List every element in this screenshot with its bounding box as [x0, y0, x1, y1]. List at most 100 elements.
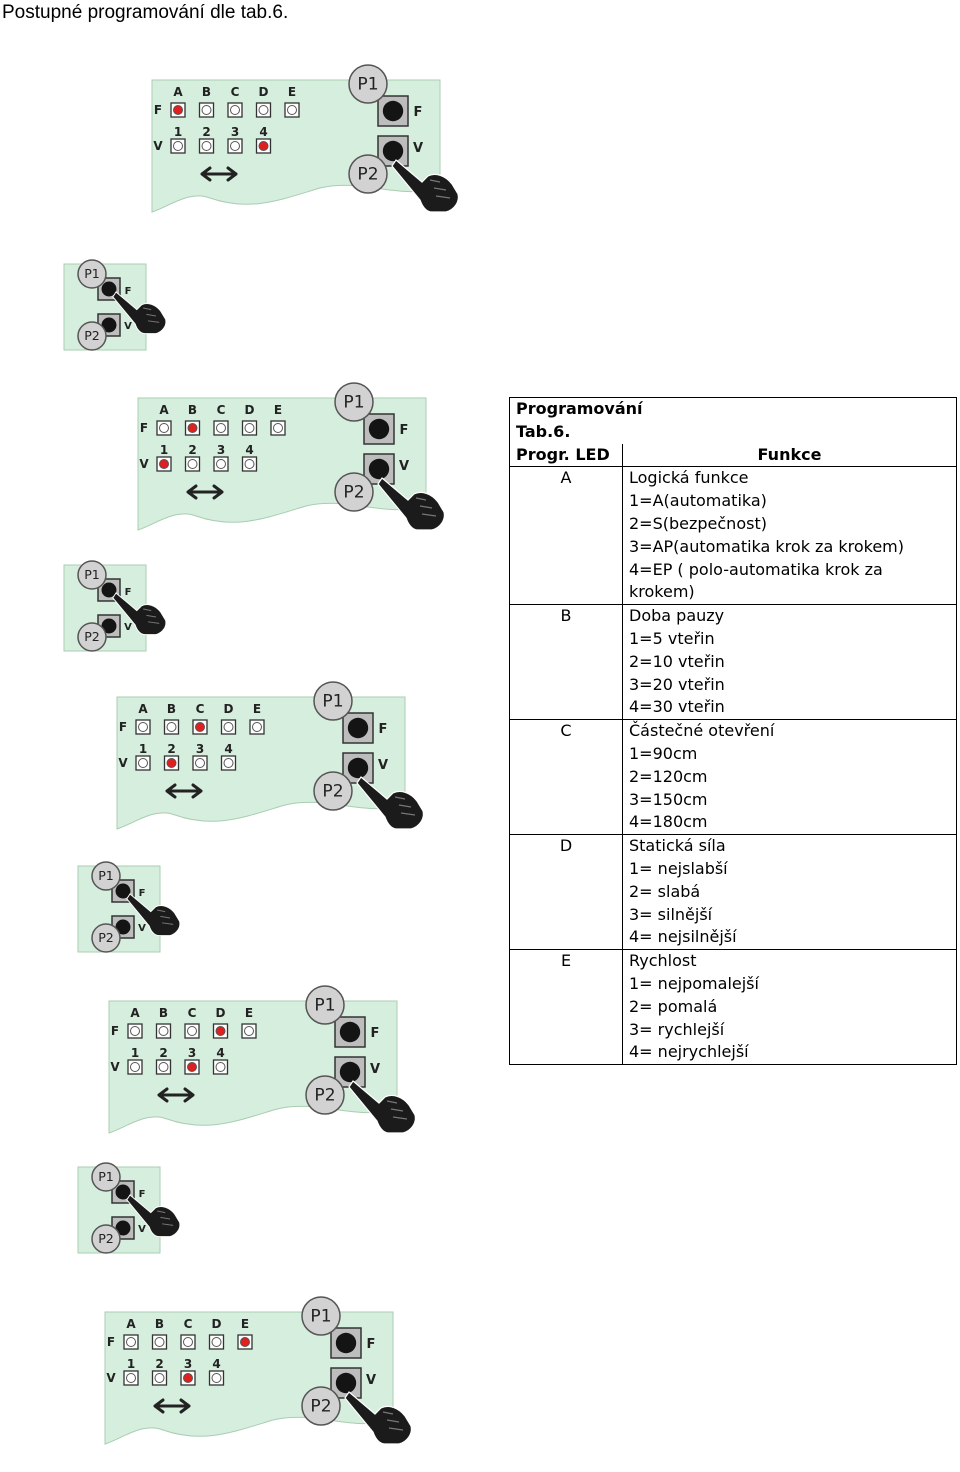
function-line: 1=A(automatika): [629, 491, 767, 511]
led-number: 4: [216, 1046, 224, 1060]
p1-badge-label: P1: [322, 692, 343, 712]
function-line: 4= nejsilnější: [629, 927, 737, 947]
row-label-v: V: [110, 1060, 120, 1074]
table-caption-number: Tab.6.: [516, 421, 571, 441]
p1-badge-label: P1: [98, 868, 114, 883]
pointing-hand-icon: [126, 1194, 181, 1238]
pointing-hand-icon: [348, 1080, 416, 1134]
p2-badge-circle: [301, 1386, 341, 1426]
table-row: E Rychlost 1= nejpomalejší 2= pomalá 3= …: [509, 949, 957, 1066]
programming-table: Programování Tab.6. Progr. LED Funkce A …: [509, 396, 957, 1066]
p2-badge-label: P2: [310, 1397, 331, 1417]
led-letter: B: [188, 403, 197, 417]
led-off-icon: [230, 141, 240, 151]
function-cell: Částečné otevření 1=90cm 2=120cm 3=150cm…: [622, 719, 957, 836]
function-line: Logická funkce: [629, 468, 749, 488]
pointing-hand-icon: [391, 159, 459, 213]
led-cell: A: [509, 466, 623, 606]
p2-button-cap: [335, 1372, 357, 1394]
led-cell: B: [509, 604, 623, 721]
row-label-v: V: [106, 1371, 116, 1385]
pointing-hand-icon: [112, 592, 167, 636]
led-off-icon: [154, 1373, 165, 1383]
led-on-icon: [195, 722, 205, 732]
function-line: 3= rychlejší: [629, 1019, 725, 1039]
function-line: 4=180cm: [629, 812, 708, 832]
p1-button-cap: [347, 717, 369, 739]
p1-badge-circle: [91, 861, 121, 891]
led-off-icon: [158, 1026, 169, 1036]
led-off-icon: [244, 423, 255, 433]
pointing-hand-icon: [126, 893, 181, 937]
p2-badge-label: P2: [98, 1231, 114, 1246]
row-label-v: V: [153, 139, 163, 153]
led-letter: A: [159, 403, 169, 417]
p2-button-cap: [339, 1061, 361, 1083]
col-header-led: Progr. LED: [509, 443, 623, 468]
p1-badge-label: P1: [84, 567, 100, 582]
p2-button-cap: [382, 140, 404, 162]
p2-badge-circle: [334, 472, 374, 512]
p1-badge-label: P1: [343, 393, 364, 413]
led-letter: D: [224, 702, 234, 716]
p1-button-cap: [368, 418, 390, 440]
led-number: 4: [259, 125, 267, 139]
led-off-icon: [159, 423, 169, 433]
led-on-icon: [166, 758, 177, 768]
led-letter: D: [245, 403, 255, 417]
p2-badge-label: P2: [84, 328, 100, 343]
p1-badge-label: P1: [314, 996, 335, 1016]
led-letter: E: [253, 702, 261, 716]
led-off-icon: [201, 141, 212, 151]
led-off-icon: [223, 758, 234, 768]
led-off-icon: [126, 1337, 136, 1347]
button-label-v: V: [370, 1062, 380, 1077]
led-number: 1: [127, 1357, 135, 1371]
led-letter: B: [159, 1006, 168, 1020]
led-number: 2: [155, 1357, 163, 1371]
function-line: Statická síla: [629, 836, 726, 856]
p1-badge-circle: [313, 681, 353, 721]
p1-button-cap: [335, 1332, 357, 1354]
function-cell: Doba pauzy 1=5 vteřin 2=10 vteřin 3=20 v…: [622, 604, 957, 721]
function-line: 2=10 vteřin: [629, 651, 725, 671]
p1-button-cap: [101, 582, 117, 598]
led-number: 1: [131, 1046, 139, 1060]
led-off-icon: [195, 758, 205, 768]
led-on-icon: [183, 1373, 193, 1383]
button-label-f: F: [125, 286, 132, 297]
p1-button-cap: [115, 883, 131, 899]
led-off-icon: [211, 1337, 222, 1347]
p2-badge-label: P2: [84, 629, 100, 644]
led-on-icon: [187, 1062, 197, 1072]
led-cell: E: [509, 949, 623, 1066]
led-off-icon: [230, 105, 240, 115]
button-label-f: F: [367, 1337, 376, 1352]
led-letter: A: [130, 1006, 140, 1020]
led-number: 4: [245, 443, 253, 457]
function-line: 1= nejpomalejší: [629, 973, 759, 993]
p2-badge-circle: [77, 321, 107, 351]
table-row: A Logická funkce 1=A(automatika) 2=S(bez…: [509, 466, 957, 606]
pointing-hand-icon: [377, 477, 445, 531]
function-line: 2=S(bezpečnost): [629, 513, 767, 533]
led-number: 1: [174, 125, 182, 139]
p1-badge-circle: [301, 1296, 341, 1336]
led-off-icon: [126, 1373, 136, 1383]
led-letter: B: [202, 85, 211, 99]
function-line: 4=EP ( polo-automatika krok za: [629, 559, 883, 579]
led-letter: E: [245, 1006, 253, 1020]
p2-button-cap: [101, 317, 117, 333]
led-letter: A: [173, 85, 183, 99]
p1-badge-label: P1: [310, 1307, 331, 1327]
led-letter: C: [231, 85, 240, 99]
led-off-icon: [158, 1062, 169, 1072]
led-off-icon: [258, 105, 269, 115]
function-line: Rychlost: [629, 951, 697, 971]
led-off-icon: [287, 105, 297, 115]
p2-badge-label: P2: [322, 782, 343, 802]
